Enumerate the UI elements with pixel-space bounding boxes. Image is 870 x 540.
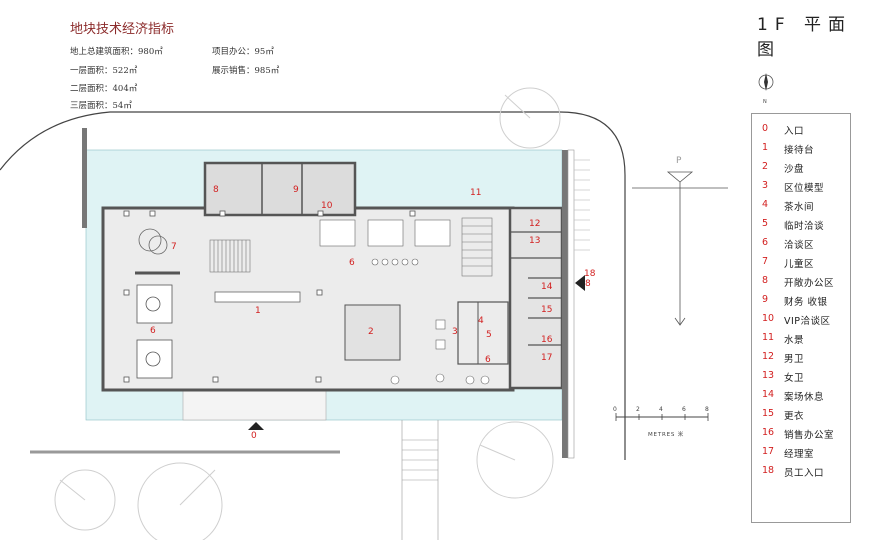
wall-right bbox=[562, 150, 568, 458]
scale-tick-4: 4 bbox=[659, 406, 663, 413]
landscape-trees bbox=[54, 87, 561, 540]
room-label-10: 10 bbox=[321, 201, 333, 211]
stairs bbox=[209, 217, 493, 277]
stat-showroom-area: 展示销售：985㎡ bbox=[212, 66, 280, 76]
scale-label: METRES 米 bbox=[648, 430, 684, 438]
room-label-6a: 6 bbox=[349, 258, 355, 268]
room-label-9: 9 bbox=[293, 185, 299, 195]
stats-title: 地块技术经济指标 bbox=[70, 22, 175, 37]
room-label-2: 2 bbox=[368, 327, 374, 337]
sand-table bbox=[344, 304, 401, 361]
scale-tick-0: 0 bbox=[613, 406, 617, 413]
site-boundary bbox=[0, 111, 626, 460]
stat-floor2-area: 二层面积：404㎡ bbox=[70, 84, 138, 94]
stat-floor1-area: 一层面积：522㎡ bbox=[70, 66, 138, 76]
room-label-12: 12 bbox=[529, 219, 540, 229]
stat-office-area: 项目办公：95㎡ bbox=[212, 47, 274, 57]
reception-desk bbox=[214, 291, 301, 303]
staff-entrance-marker bbox=[575, 275, 585, 291]
office-block bbox=[203, 161, 357, 217]
entrance-marker bbox=[248, 422, 264, 430]
scale-tick-6: 6 bbox=[682, 406, 686, 413]
room-label-0: 0 bbox=[251, 431, 257, 441]
kids-zone bbox=[138, 228, 168, 255]
stat-floor3-area: 三层面积：54㎡ bbox=[70, 101, 132, 111]
room-label-13: 13 bbox=[529, 236, 540, 246]
stat-total-area: 地上总建筑面积：980㎡ bbox=[70, 47, 163, 57]
compass-label: N bbox=[763, 99, 767, 105]
room-label-16: 16 bbox=[541, 335, 553, 345]
room-label-6c: 6 bbox=[485, 355, 491, 365]
parking-label: P bbox=[676, 156, 682, 166]
parking-area bbox=[632, 171, 728, 326]
room-label-7: 7 bbox=[171, 242, 177, 252]
wall-left bbox=[82, 128, 87, 228]
room-label-3: 3 bbox=[452, 327, 458, 337]
negotiation-tables bbox=[319, 219, 451, 266]
room-label-6b: 6 bbox=[150, 326, 156, 336]
room-label-14: 14 bbox=[541, 282, 553, 292]
room-label-18: 18 bbox=[584, 269, 596, 279]
lounge-tables bbox=[136, 284, 173, 379]
scale-tick-8: 8 bbox=[705, 406, 709, 413]
room-label-4: 4 bbox=[478, 316, 484, 326]
columns bbox=[123, 210, 416, 383]
scale-bar bbox=[615, 413, 709, 421]
scale-tick-2: 2 bbox=[636, 406, 640, 413]
room-label-1: 1 bbox=[255, 306, 261, 316]
room-label-17: 17 bbox=[541, 353, 552, 363]
room-labels: 0 1 2 3 4 5 6 6 6 7 8 8 9 10 11 12 13 14… bbox=[150, 185, 596, 441]
page-title: 1F 平面图 bbox=[757, 15, 852, 60]
room-label-11: 11 bbox=[470, 188, 481, 198]
room-label-8b: 8 bbox=[585, 279, 591, 289]
compass-icon bbox=[758, 73, 774, 91]
room-label-15: 15 bbox=[541, 305, 552, 315]
room-label-5: 5 bbox=[486, 330, 492, 340]
south-walkway bbox=[401, 420, 439, 540]
room-label-8a: 8 bbox=[213, 185, 219, 195]
entrance-paving bbox=[182, 387, 327, 421]
